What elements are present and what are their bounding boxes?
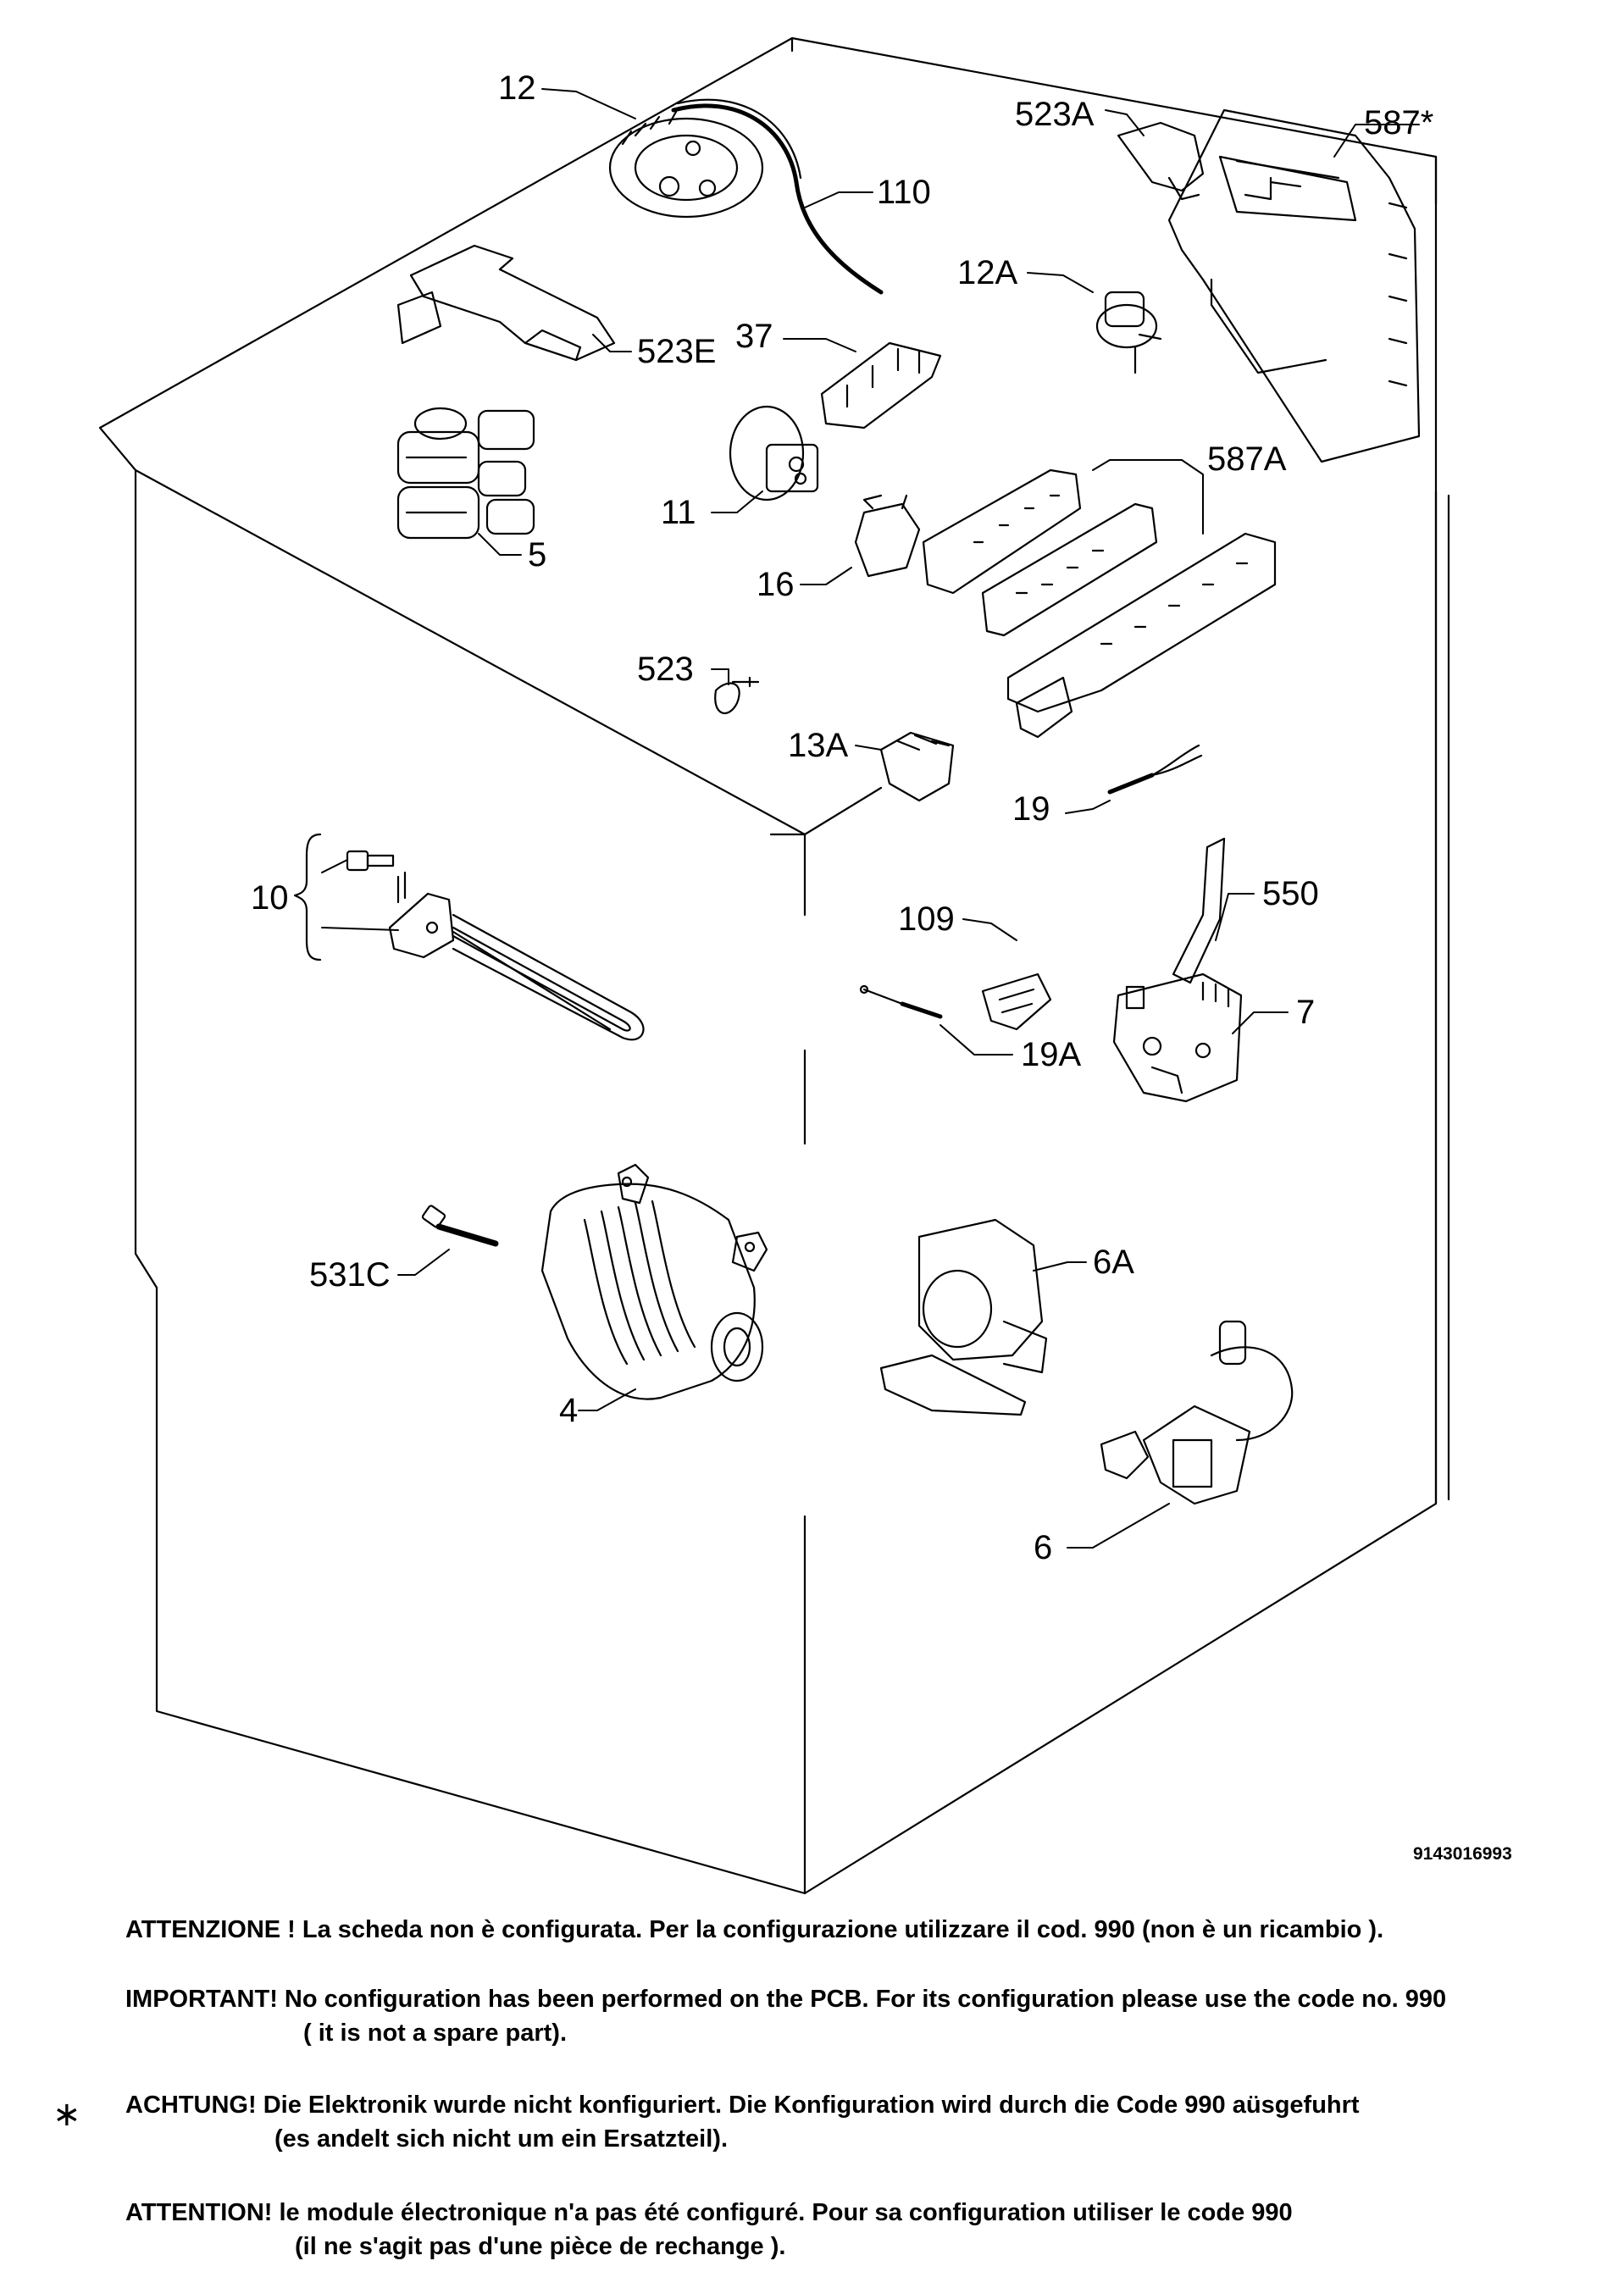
exploded-parts-diagram: 12 110 523A 587* 12A 523E 37 587A 11 5 1…: [98, 36, 1512, 1895]
part-4-motor: [540, 1163, 768, 1400]
callout-109: 109: [898, 900, 955, 938]
callout-4: 4: [559, 1392, 578, 1429]
part-531c-screw: [421, 1205, 499, 1247]
part-37-connector: [820, 341, 942, 429]
note-english-line2: ( it is not a spare part).: [303, 2020, 567, 2047]
note-german-line1: ACHTUNG! Die Elektronik wurde nicht konf…: [125, 2092, 1360, 2119]
callout-12a: 12A: [957, 254, 1017, 291]
part-587-main-pcb: [1167, 108, 1421, 463]
leader-lines: [321, 88, 1420, 1549]
cabinet-outline: [98, 36, 1450, 1895]
part-13a-connector: [879, 731, 955, 802]
part-12-programmer: [608, 110, 764, 219]
part-587a-display-boards: [922, 468, 1277, 739]
callout-13a: 13A: [788, 727, 848, 764]
callout-12: 12: [498, 69, 536, 107]
note-french-line1: ATTENTION! le module électronique n'a pa…: [125, 2199, 1293, 2226]
callout-10: 10: [251, 879, 289, 917]
callout-37: 37: [735, 318, 773, 355]
callout-19a: 19A: [1021, 1036, 1081, 1073]
callout-labels: 12 110 523A 587* 12A 523E 37 587A 11 5 1…: [251, 69, 1512, 1864]
callout-5: 5: [528, 536, 546, 574]
part-6-drain-pump: [1100, 1320, 1294, 1505]
callout-6a: 6A: [1093, 1244, 1134, 1281]
callout-523a: 523A: [1015, 96, 1095, 133]
callout-587-star: 587*: [1364, 104, 1433, 141]
note-italian-text: ATTENZIONE ! La scheda non è configurata…: [125, 1916, 1384, 1943]
part-10-heating-element: [346, 850, 645, 1041]
part-110-cable: [671, 98, 884, 295]
part-109-cap: [981, 972, 1052, 1031]
note-french: ATTENTION! le module électronique n'a pa…: [125, 2196, 1293, 2264]
part-5-water-valve: [396, 407, 535, 540]
callout-523e: 523E: [637, 333, 716, 370]
callout-531c: 531C: [309, 1256, 391, 1294]
callout-587a: 587A: [1207, 441, 1287, 478]
part-523e-bracket: [396, 244, 616, 362]
part-16-switch: [854, 494, 921, 578]
callout-550: 550: [1262, 875, 1319, 912]
part-19a-sensor: [859, 984, 943, 1019]
part-550-lever: [1172, 837, 1226, 984]
note-english-line1: IMPORTANT! No configuration has been per…: [125, 1986, 1447, 2013]
part-11-capacitor: [729, 405, 819, 501]
callout-7: 7: [1296, 994, 1315, 1031]
callout-523: 523: [637, 651, 694, 688]
note-french-line2: (il ne s'agit pas d'une pièce de rechang…: [295, 2233, 786, 2260]
callout-11: 11: [661, 494, 696, 531]
part-12a-pressure-switch: [1095, 291, 1162, 374]
drawing-code: 9143016993: [1413, 1844, 1512, 1864]
part-6a-pump: [879, 1218, 1048, 1416]
part-7-door-lock: [1112, 972, 1243, 1103]
note-german: ACHTUNG! Die Elektronik wurde nicht konf…: [125, 2088, 1360, 2156]
callout-19: 19: [1012, 790, 1050, 828]
asterisk-marker: ∗: [53, 2095, 81, 2134]
note-german-line2: (es andelt sich nicht um ein Ersatzteil)…: [274, 2125, 729, 2153]
brace-part-10: [293, 833, 322, 961]
note-english: IMPORTANT! No configuration has been per…: [125, 1982, 1446, 2050]
part-19-sensor: [1107, 744, 1203, 795]
callout-16: 16: [757, 566, 795, 603]
callout-110: 110: [877, 174, 931, 211]
note-italian: ATTENZIONE ! La scheda non è configurata…: [125, 1913, 1383, 1947]
part-523-clip: [714, 676, 760, 714]
callout-6: 6: [1034, 1529, 1052, 1566]
part-523a-knob: [1117, 121, 1205, 201]
